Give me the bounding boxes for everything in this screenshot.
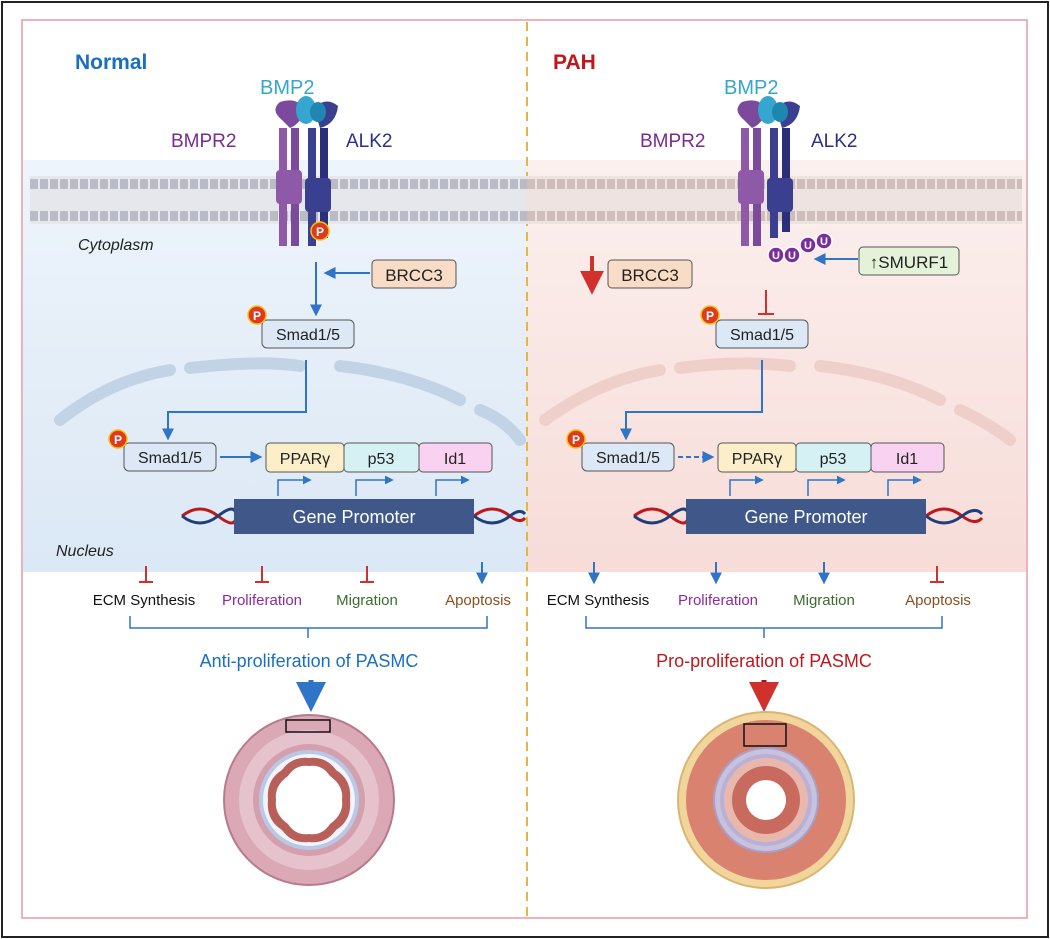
target-id1: Id1 (870, 442, 945, 473)
target-p53: p53 (795, 442, 872, 473)
transcription-arrows (729, 475, 922, 496)
svg-text:P: P (572, 433, 580, 447)
svg-text:Smad1/5: Smad1/5 (138, 450, 202, 467)
svg-text:Gene Promoter: Gene Promoter (744, 507, 867, 527)
smad-nuclear-translocation-arrow (620, 360, 763, 441)
svg-text:BRCC3: BRCC3 (621, 266, 679, 285)
svg-text:U: U (772, 250, 780, 262)
svg-text:U: U (804, 240, 812, 252)
bmp2-ligand (758, 96, 788, 124)
nucleus-label: Nucleus (56, 543, 114, 560)
outcome-bracket (129, 616, 488, 638)
target-p53: p53 (343, 442, 420, 473)
svg-text:P: P (706, 309, 714, 323)
svg-text:P: P (253, 309, 261, 323)
outcome-apoptosis: Apoptosis (905, 592, 971, 609)
svg-text:↑SMURF1: ↑SMURF1 (870, 253, 948, 272)
vessel-cross-section-normal (223, 714, 395, 886)
smad-nuc-box: Smad1/5 (123, 442, 217, 472)
outcome-migration: Migration (336, 592, 398, 609)
outcome-inhibit-proliferation (255, 566, 269, 583)
outcome-inhibit-apoptosis (930, 566, 944, 583)
bmp2-label: BMP2 (260, 77, 314, 99)
outcome-proliferation: Proliferation (222, 592, 302, 609)
normal-title: Normal (75, 51, 147, 74)
pah-title: PAH (553, 51, 596, 74)
phospho-badge: P (108, 429, 128, 449)
nuclear-envelope (54, 357, 526, 446)
target-ppar-gamma: PPARγ (265, 442, 345, 473)
normal-summary: Anti-proliferation of PASMC (200, 651, 419, 671)
outcome-bracket (585, 616, 943, 638)
outcome-migration: Migration (793, 592, 855, 609)
outcome-ecm-synthesis: ECM Synthesis (93, 592, 196, 609)
svg-text:p53: p53 (820, 451, 847, 468)
pah-panel: PAH BMP2 BMPR2 ALK2 U (527, 51, 1022, 889)
outcome-inhibit-ecm (139, 566, 153, 583)
outcome-inhibit-migration (360, 566, 374, 583)
alk2-label: ALK2 (811, 131, 857, 152)
svg-text:Id1: Id1 (444, 451, 466, 468)
smad-nuc-box: Smad1/5 (581, 442, 675, 472)
transcription-arrows (277, 475, 470, 496)
bmpr2-label: BMPR2 (171, 131, 236, 152)
smad-nuclear-translocation-arrow (162, 360, 307, 441)
bmp2-label: BMP2 (724, 77, 778, 99)
svg-text:PPARγ: PPARγ (732, 451, 782, 468)
smad-cyto-box: Smad1/5 (261, 319, 355, 349)
outcome-proliferation: Proliferation (678, 592, 758, 609)
bmpr2-label: BMPR2 (640, 131, 705, 152)
svg-text:PPARγ: PPARγ (280, 451, 330, 468)
svg-text:P: P (316, 225, 324, 239)
alk2-label: ALK2 (346, 131, 392, 152)
gene-promoter-box: Gene Promoter (686, 499, 926, 534)
brcc3-box: BRCC3 (371, 259, 457, 289)
pah-summary: Pro-proliferation of PASMC (656, 651, 872, 671)
smurf1-box: ↑SMURF1 (858, 246, 960, 276)
vessel-cross-section-pah (677, 711, 855, 889)
bmp2-ligand (296, 96, 326, 124)
svg-text:BRCC3: BRCC3 (385, 266, 443, 285)
receptor-to-smad-inhibition (758, 290, 774, 315)
brcc3-box: BRCC3 (607, 259, 693, 289)
bmpr2-receptor (275, 100, 304, 246)
normal-panel: Normal BMP2 BMPR2 ALK2 P (30, 51, 527, 886)
outcome-apoptosis: Apoptosis (445, 592, 511, 609)
svg-text:Smad1/5: Smad1/5 (596, 450, 660, 467)
ubiquitin-chain: U U U U (767, 232, 833, 264)
nuclear-envelope (539, 357, 1016, 446)
outcome-ecm-synthesis: ECM Synthesis (547, 592, 650, 609)
svg-text:P: P (114, 433, 122, 447)
svg-text:Gene Promoter: Gene Promoter (292, 507, 415, 527)
phospho-badge: P (247, 305, 267, 325)
svg-text:Smad1/5: Smad1/5 (730, 327, 794, 344)
smad-cyto-box: Smad1/5 (715, 319, 809, 349)
phospho-badge: P (700, 305, 720, 325)
svg-text:U: U (788, 250, 796, 262)
phospho-badge: P (566, 429, 586, 449)
target-ppar-gamma: PPARγ (717, 442, 797, 473)
svg-text:Smad1/5: Smad1/5 (276, 327, 340, 344)
phospho-badge: P (310, 221, 330, 241)
cytoplasm-label: Cytoplasm (78, 237, 154, 254)
svg-text:p53: p53 (368, 451, 395, 468)
svg-text:U: U (820, 236, 828, 248)
target-id1: Id1 (418, 442, 493, 473)
svg-text:Id1: Id1 (896, 451, 918, 468)
gene-promoter-box: Gene Promoter (234, 499, 474, 534)
